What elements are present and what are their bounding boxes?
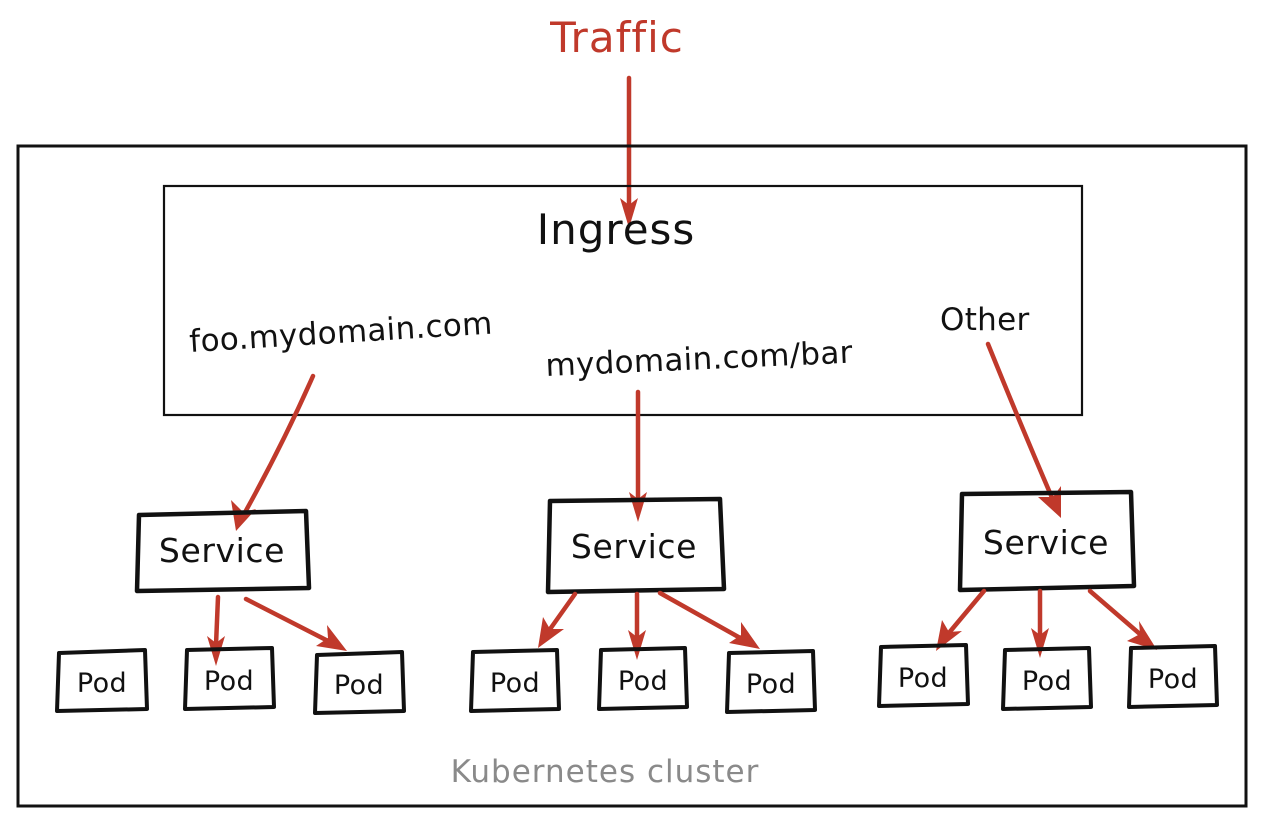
route-arrow-foo <box>231 373 316 531</box>
pod-box[interactable] <box>597 646 689 711</box>
service-box-foo[interactable] <box>134 508 312 594</box>
route-label-other: Other <box>940 302 1030 338</box>
pod-label: Pod <box>490 668 540 699</box>
route-label-foo-mydomain-com: foo.mydomain.com <box>188 306 493 360</box>
service-label-bar: Service <box>571 527 697 566</box>
traffic-arrow <box>620 75 638 228</box>
pod-label: Pod <box>618 666 668 697</box>
pod-box[interactable] <box>725 649 817 714</box>
service-other-pod-arrows <box>936 588 1157 658</box>
pod-box[interactable] <box>55 648 149 713</box>
pod-label: Pod <box>1148 664 1198 695</box>
pod-label: Pod <box>1022 666 1072 697</box>
pod-box[interactable] <box>877 643 970 708</box>
service-bar-pod-arrows <box>538 590 760 660</box>
service-box-bar[interactable] <box>545 496 727 595</box>
pod-label: Pod <box>334 670 384 701</box>
pod-box[interactable] <box>469 648 561 713</box>
pod-label: Pod <box>77 668 127 699</box>
pod-label: Pod <box>204 666 254 697</box>
cluster-caption: Kubernetes cluster <box>451 754 760 790</box>
pod-box[interactable] <box>313 650 406 715</box>
pod-label: Pod <box>746 669 796 700</box>
ingress-box[interactable] <box>162 184 1084 417</box>
pod-box[interactable] <box>1127 644 1219 709</box>
pod-label: Pod <box>898 663 948 694</box>
route-label-mydomain-com-bar: mydomain.com/bar <box>545 335 854 384</box>
ingress-label: Ingress <box>537 205 696 254</box>
route-arrow-bar <box>629 389 647 522</box>
cluster-boundary <box>16 144 1248 808</box>
pod-box[interactable] <box>1001 646 1093 711</box>
pod-box[interactable] <box>183 646 276 711</box>
service-box-other[interactable] <box>957 489 1137 593</box>
service-label-foo: Service <box>159 531 285 570</box>
traffic-label: Traffic <box>549 13 684 62</box>
service-label-other: Service <box>983 523 1109 562</box>
